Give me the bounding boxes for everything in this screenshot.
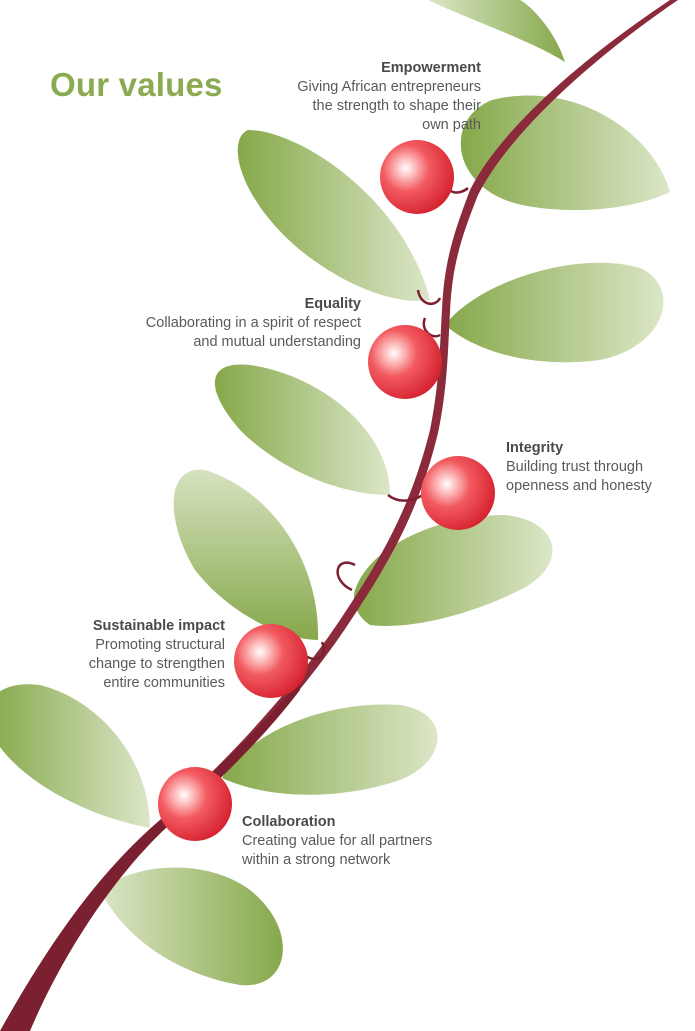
berries [158,140,495,841]
leaf [428,0,565,62]
value-heading: Sustainable impact [92,618,225,634]
value-text-line: Promoting structural [95,637,225,653]
value-collaboration: Collaboration Creating value for all par… [242,813,482,870]
leaf [445,262,664,363]
leaf [173,469,319,640]
value-sustainable-impact: Sustainable impact Promoting structural … [25,617,225,693]
berry-equality [368,325,442,399]
leaf [353,515,553,626]
value-heading: Integrity [506,440,564,456]
berry-integrity [421,456,495,530]
page-title: Our values [50,66,223,103]
leaf [214,364,390,495]
leaf [222,704,438,795]
berry-sustainable-impact [234,624,308,698]
value-text-line: Creating value for all partners [242,833,433,849]
value-heading: Collaboration [242,814,336,830]
leaf [100,867,283,986]
value-integrity: Integrity Building trust through opennes… [506,439,691,496]
value-text-line: change to strengthen [88,656,225,672]
value-empowerment: Empowerment Giving African entrepreneurs… [241,59,481,135]
value-text-line: within a strong network [242,852,391,868]
value-text-line: Giving African entrepreneurs [297,79,481,95]
leaf [0,684,150,828]
value-text-line: openness and honesty [506,478,652,494]
value-heading: Equality [304,296,361,312]
value-text-line: entire communities [103,675,225,691]
value-equality: Equality Collaborating in a spirit of re… [101,295,361,352]
berry-empowerment [380,140,454,214]
value-text-line: the strength to shape their [312,98,481,114]
berry-collaboration [158,767,232,841]
leaf [237,130,430,301]
value-text-line: Collaborating in a spirit of respect [145,315,361,331]
value-text-line: own path [422,117,481,133]
leaf [460,95,670,211]
value-text-line: Building trust through [506,459,644,475]
leaves [0,0,670,986]
value-heading: Empowerment [381,60,481,76]
value-text-line: and mutual understanding [193,334,361,350]
